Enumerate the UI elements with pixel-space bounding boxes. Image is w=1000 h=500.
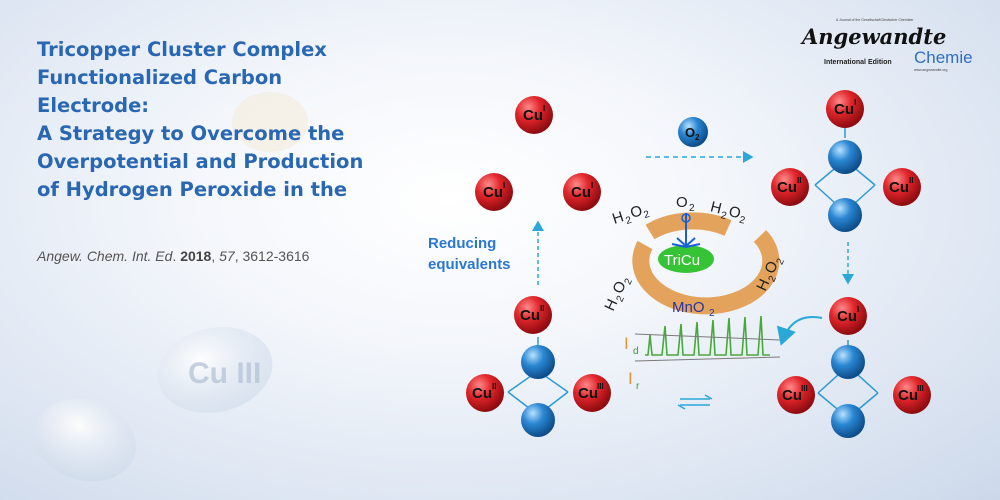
- svg-text:Cu: Cu: [782, 387, 802, 404]
- svg-text:2: 2: [767, 274, 780, 284]
- svg-text:r: r: [636, 381, 640, 392]
- svg-text:O: O: [727, 203, 742, 222]
- svg-text:O: O: [676, 194, 688, 211]
- title-line-5: Overpotential and Production: [37, 150, 364, 173]
- title-line-6: of Hydrogen Peroxide in the: [37, 178, 348, 201]
- svg-text:II: II: [797, 176, 801, 185]
- svg-text:2: 2: [689, 203, 695, 214]
- svg-text:2: 2: [615, 294, 628, 304]
- ir-label: I: [628, 369, 633, 388]
- svg-text:I: I: [591, 181, 593, 190]
- svg-text:2: 2: [738, 215, 746, 227]
- svg-text:O: O: [628, 202, 644, 222]
- svg-text:2: 2: [720, 210, 728, 222]
- citation: Angew. Chem. Int. Ed. 2018, 57, 3612-361…: [37, 248, 309, 264]
- curved-arrow: [776, 316, 823, 346]
- citation-comma: ,: [211, 248, 220, 264]
- svg-text:III: III: [917, 384, 924, 393]
- svg-text:III: III: [801, 384, 808, 393]
- svg-text:Cu: Cu: [837, 308, 857, 325]
- svg-text:2: 2: [623, 277, 636, 287]
- svg-text:H: H: [709, 198, 724, 217]
- h2o2-top-right: H 2 O 2: [709, 198, 747, 227]
- citation-pages: , 3612-3616: [234, 248, 310, 264]
- cu-atom-mid-left-2: Cu I: [563, 173, 601, 211]
- cu-atom-mid-left-1: Cu I: [475, 173, 513, 211]
- citation-volume: 57: [219, 248, 235, 264]
- watermark-cu-3: Cu III: [188, 357, 261, 390]
- watermark-coins: Cu III: [34, 92, 308, 482]
- svg-text:I: I: [543, 104, 545, 113]
- svg-text:II: II: [540, 304, 544, 313]
- reducing-label-1: Reducing: [428, 235, 496, 252]
- logo-chemie: Chemie: [914, 48, 973, 67]
- svg-text:2: 2: [775, 257, 788, 267]
- current-trace: I d I r: [624, 315, 781, 392]
- svg-text:2: 2: [695, 133, 700, 142]
- electrode-center: TriCu O 2 MnO 2: [632, 194, 780, 319]
- svg-text:Cu: Cu: [520, 307, 540, 324]
- svg-text:2: 2: [642, 209, 651, 221]
- journal-logo: A Journal of the Gesellschaft Deutscher …: [802, 18, 982, 80]
- svg-text:Cu: Cu: [777, 179, 797, 196]
- o2-molecule: O 2: [678, 117, 708, 147]
- cu-atom-top-left: Cu I: [515, 96, 553, 134]
- cluster-bottom-left: Cu II Cu II Cu III: [466, 296, 611, 437]
- logo-angewandte: Angewandte: [802, 24, 947, 49]
- svg-text:III: III: [597, 382, 604, 391]
- mno2-label: MnO: [672, 299, 705, 316]
- title-line-4: A Strategy to Overcome the: [37, 122, 345, 145]
- svg-text:Cu: Cu: [483, 184, 503, 201]
- h2o2-top-left: H 2 O 2: [610, 202, 651, 228]
- logo-tagline: A Journal of the Gesellschaft Deutscher …: [836, 18, 914, 22]
- title-line-1: Tricopper Cluster Complex: [37, 38, 327, 61]
- oxo-sphere-1: [521, 345, 555, 379]
- tricu-label: TriCu: [664, 252, 700, 269]
- svg-text:I: I: [503, 181, 505, 190]
- paper-title: Tricopper Cluster Complex Functionalized…: [37, 36, 457, 204]
- svg-text:I: I: [857, 305, 859, 314]
- svg-text:d: d: [633, 346, 639, 357]
- svg-text:O: O: [685, 125, 695, 140]
- svg-text:Cu: Cu: [898, 387, 918, 404]
- svg-text:2: 2: [624, 215, 633, 227]
- logo-edition: International Edition: [824, 59, 892, 66]
- svg-text:Cu: Cu: [472, 385, 492, 402]
- svg-text:I: I: [854, 98, 856, 107]
- reducing-label-2: equivalents: [428, 256, 511, 273]
- logo-url: www.angewandte.org: [914, 68, 948, 72]
- svg-text:Cu: Cu: [578, 385, 598, 402]
- svg-text:2: 2: [709, 308, 715, 319]
- citation-year: 2018: [180, 248, 212, 264]
- h2o2-right: H 2 O 2: [753, 257, 788, 294]
- cluster-top-right: Cu I Cu II Cu II: [771, 90, 921, 232]
- title-line-2: Functionalized Carbon: [37, 66, 283, 89]
- citation-journal: Angew. Chem. Int. Ed: [37, 248, 173, 264]
- svg-text:Cu: Cu: [834, 101, 854, 118]
- citation-sep: .: [172, 248, 181, 264]
- equilibrium-arrows: [677, 394, 713, 410]
- svg-text:II: II: [492, 382, 496, 391]
- title-line-3: Electrode:: [37, 94, 150, 117]
- oxo-sphere-2: [521, 403, 555, 437]
- svg-text:Cu: Cu: [571, 184, 591, 201]
- cluster-bottom-right: Cu I Cu III Cu III: [777, 297, 931, 438]
- svg-text:II: II: [909, 176, 913, 185]
- tricu-oval: [658, 245, 714, 273]
- h2o2-left: H 2 O 2: [601, 277, 636, 314]
- id-label: I: [624, 334, 629, 353]
- active-site-burst: [671, 213, 701, 248]
- svg-text:Cu: Cu: [523, 107, 543, 124]
- svg-text:Cu: Cu: [889, 179, 909, 196]
- svg-text:H: H: [610, 208, 626, 228]
